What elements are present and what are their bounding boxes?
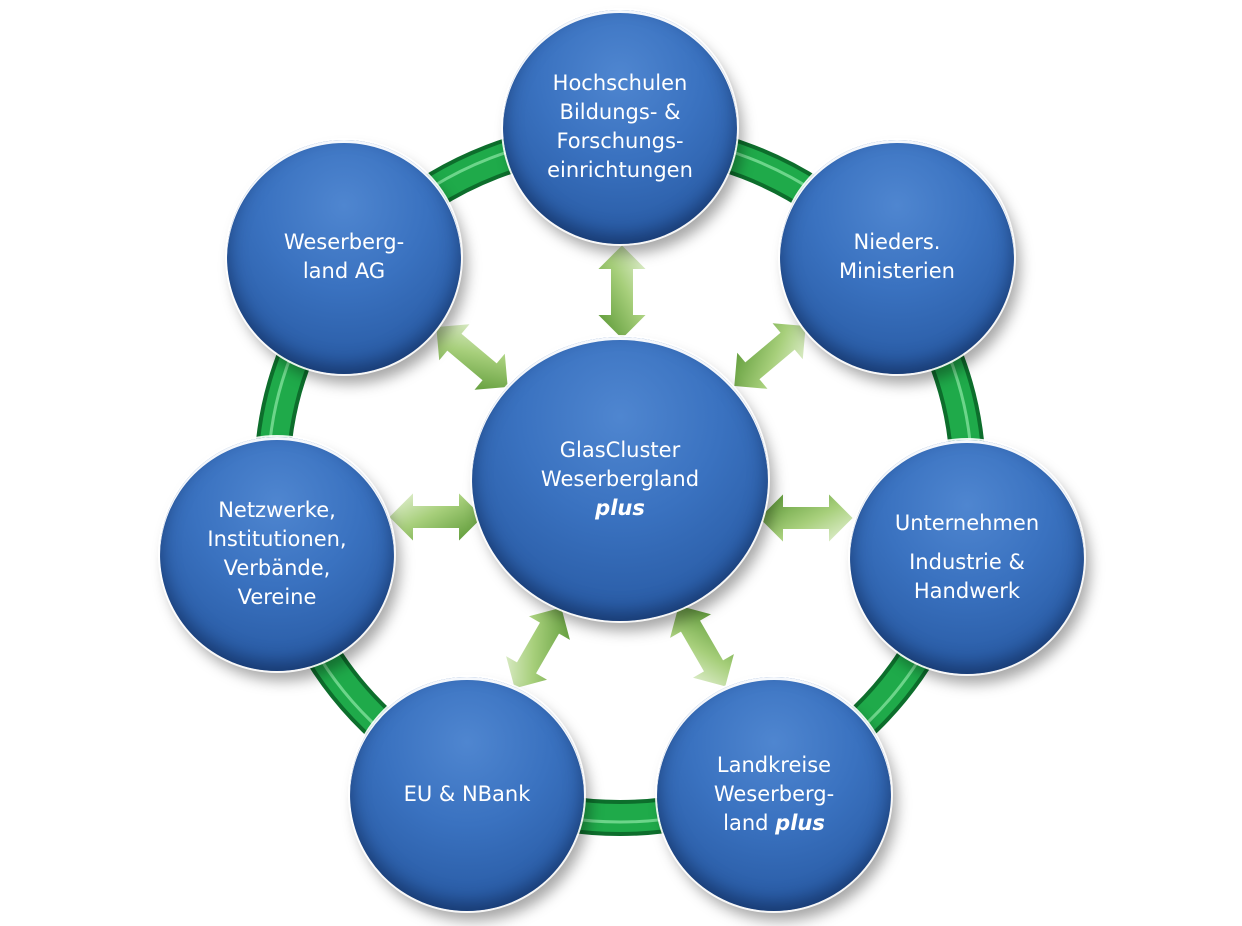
- center-line-3: plus: [595, 495, 645, 520]
- node-ministerien: Nieders. Ministerien: [780, 140, 1014, 374]
- hochschulen-line-3: Forschungs-: [556, 129, 684, 153]
- landkreise-line-1: Landkreise: [716, 752, 832, 777]
- eu-line-1: EU & NBank: [403, 781, 531, 806]
- node-eu-nbank: EU & NBank: [350, 677, 584, 911]
- node-hochschulen: Hochschulen Bildungs- & Forschungs- einr…: [503, 10, 737, 244]
- weserbergland-ag-line-1: Weserberg-: [283, 230, 405, 254]
- hochschulen-line-1: Hochschulen: [552, 71, 688, 95]
- center-line-2: Weserbergland: [540, 466, 700, 491]
- netzwerke-line-3: Verbände,: [223, 556, 331, 580]
- arrow-unternehmen: [756, 489, 856, 547]
- netzwerke-line-2: Institutionen,: [207, 527, 347, 551]
- unternehmen-line-2: Industrie &: [909, 549, 1025, 574]
- center-line-1: GlasCluster: [559, 437, 681, 462]
- unternehmen-line-1: Unternehmen: [894, 510, 1040, 535]
- arrow-netzwerke: [386, 488, 486, 546]
- node-weserbergland-ag: Weserberg- land AG: [227, 140, 461, 374]
- node-unternehmen: Unternehmen Industrie & Handwerk: [850, 440, 1084, 674]
- landkreise-line-2: Weserberg-: [713, 781, 835, 806]
- node-netzwerke: Netzwerke, Institutionen, Verbände, Vere…: [160, 437, 394, 671]
- ministerien-line-2: Ministerien: [839, 259, 955, 283]
- weserbergland-ag-line-2: land AG: [302, 259, 386, 283]
- landkreise-line-3: land plus: [723, 810, 825, 835]
- netzwerke-line-4: Vereine: [237, 585, 317, 609]
- hochschulen-line-4: einrichtungen: [547, 158, 693, 182]
- hochschulen-line-2: Bildungs- &: [559, 100, 681, 124]
- center-glascluster-node: GlasCluster Weserbergland plus: [472, 337, 768, 621]
- ministerien-line-1: Nieders.: [853, 230, 941, 254]
- node-landkreise: Landkreise Weserberg- land plus: [657, 677, 891, 911]
- unternehmen-line-3: Handwerk: [913, 578, 1021, 603]
- arrow-hochschulen: [593, 242, 651, 342]
- netzwerke-line-1: Netzwerke,: [218, 498, 336, 522]
